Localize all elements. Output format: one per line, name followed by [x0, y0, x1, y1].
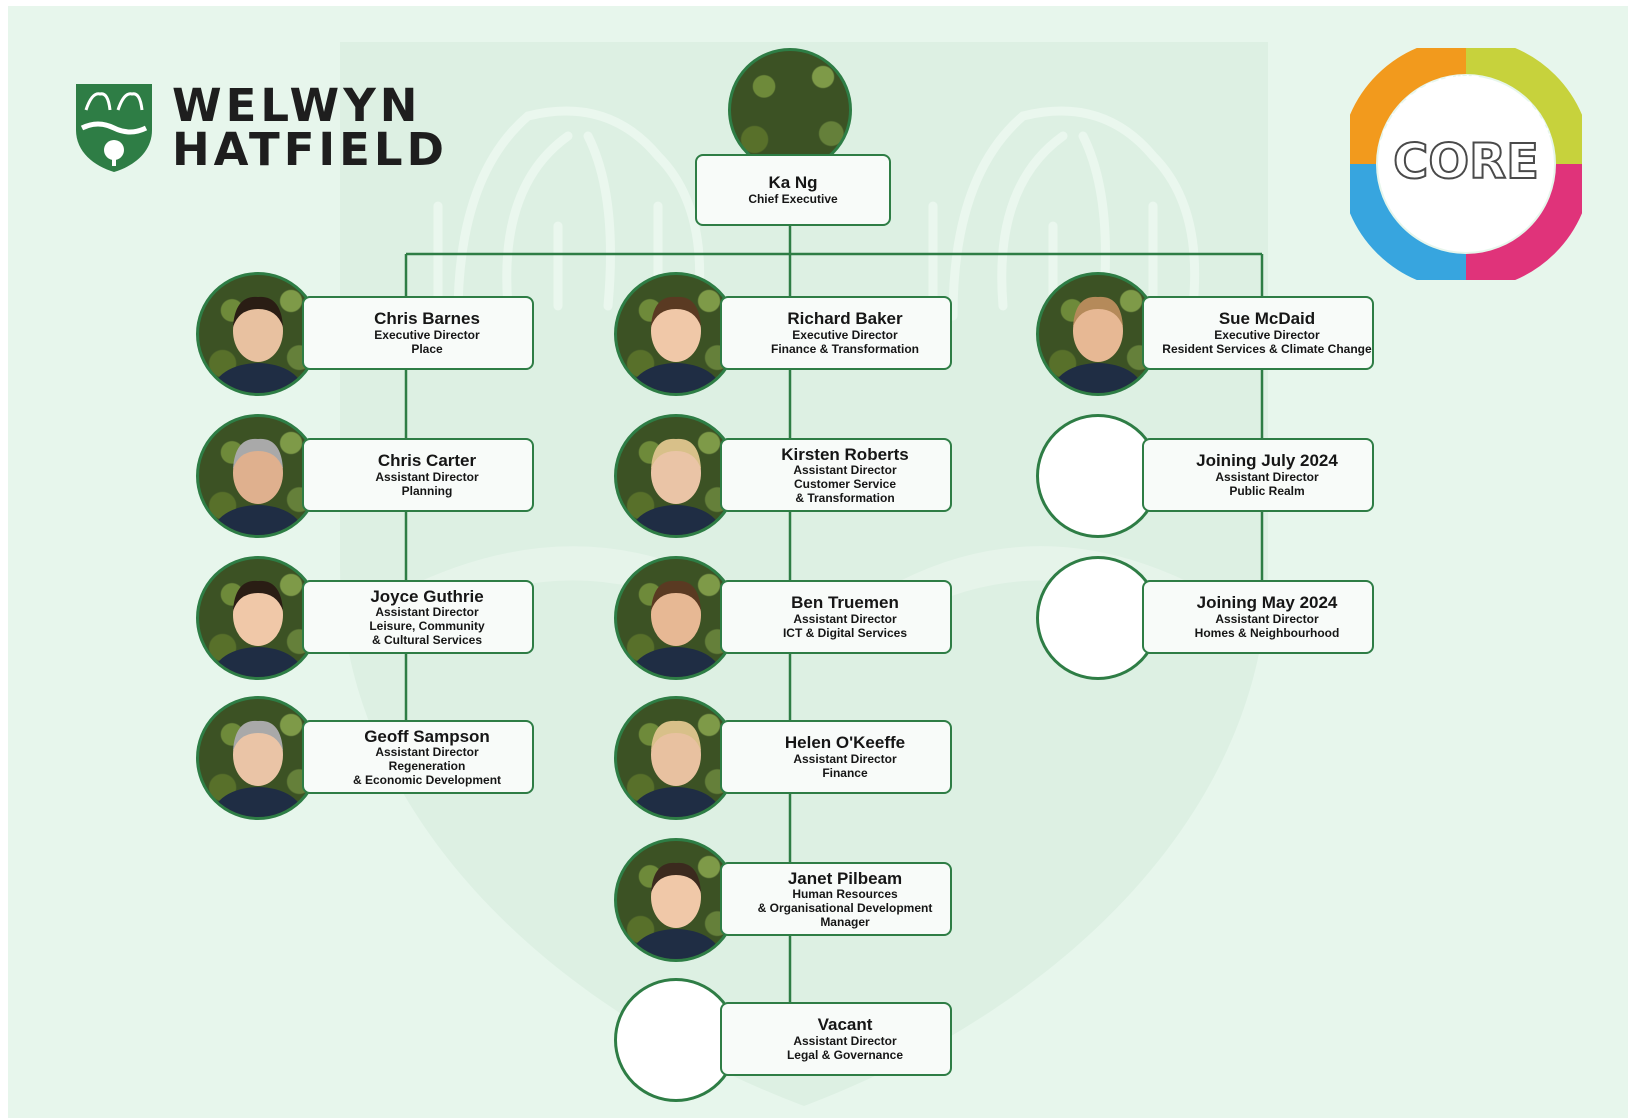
person-photo — [196, 696, 320, 820]
person-line: Executive Director — [1214, 327, 1320, 342]
person-name: Geoff Sampson — [364, 726, 490, 746]
person-line: Assistant Director — [375, 469, 479, 484]
person-line: Assistant Director — [793, 1033, 897, 1048]
core-values-badge: COLLABORATIVE OPEN RESPONSIBLE EXCELLENT… — [1350, 48, 1582, 280]
logo-line-2: HATFIELD — [172, 123, 448, 176]
person-line: Place — [411, 341, 443, 356]
person-line: & Economic Development — [352, 772, 502, 787]
logo-line-1: WELWYN — [172, 79, 422, 132]
person-line: Planning — [401, 483, 453, 498]
person-line: Executive Director — [792, 327, 898, 342]
person-name: Chris Carter — [377, 451, 477, 471]
person-name: Joining May 2024 — [1196, 593, 1338, 613]
person-line: Assistant Director — [793, 611, 897, 626]
photo-placeholder — [1036, 414, 1160, 538]
person-name: Ben Truemen — [791, 593, 899, 613]
person-name: Helen O'Keeffe — [784, 733, 906, 753]
shield-watermark — [340, 42, 1268, 1106]
person-line: Human Resources — [792, 887, 898, 902]
person-photo — [196, 272, 320, 396]
person-line: Finance — [822, 765, 868, 780]
person-line: Homes & Neighbourhood — [1194, 625, 1340, 640]
org-chart: WELWYN HATFIELD COLLABORATIVE OPEN RESPO… — [8, 6, 1628, 1118]
person-line: Assistant Director — [793, 463, 897, 478]
ceo-card: Ka Ng Chief Executive — [695, 154, 891, 226]
person-name: Richard Baker — [787, 309, 903, 329]
person-line: Resident Services & Climate Change — [1162, 341, 1372, 356]
person-photo — [196, 414, 320, 538]
person-name: Joyce Guthrie — [370, 586, 484, 606]
shield-crest-icon — [76, 84, 152, 172]
person-line: Executive Director — [374, 327, 480, 342]
person-photo — [614, 838, 738, 962]
person-name: Chris Barnes — [374, 309, 480, 329]
person-line: Finance & Transformation — [770, 341, 920, 356]
person-photo — [614, 414, 738, 538]
person-name: Joining July 2024 — [1196, 451, 1338, 471]
person-line: Assistant Director — [1215, 469, 1319, 484]
photo-placeholder — [614, 978, 738, 1102]
person-line: & Transformation — [795, 490, 895, 505]
person-name: Kirsten Roberts — [781, 444, 909, 464]
person-photo — [196, 556, 320, 680]
person-photo — [1036, 272, 1160, 396]
person-name: Janet Pilbeam — [787, 868, 903, 888]
person-line: Customer Service — [793, 476, 897, 491]
person-line: Leisure, Community — [369, 618, 485, 633]
person-name: Sue McDaid — [1218, 309, 1316, 329]
person-line: Assistant Director — [1215, 611, 1319, 626]
person-name: Ka Ng — [768, 173, 818, 193]
person-line: & Organisational Development — [757, 900, 933, 915]
photo-placeholder — [1036, 556, 1160, 680]
person-line: Assistant Director — [793, 751, 897, 766]
person-line: Assistant Director — [375, 605, 479, 620]
person-line: Manager — [820, 914, 870, 929]
person-line: Legal & Governance — [786, 1047, 904, 1062]
person-photo — [614, 556, 738, 680]
person-line: & Cultural Services — [371, 632, 483, 647]
person-line: Assistant Director — [375, 745, 479, 760]
person-line: Chief Executive — [748, 191, 838, 206]
person-line: Public Realm — [1229, 483, 1305, 498]
welwyn-hatfield-logo: WELWYN HATFIELD — [74, 82, 448, 174]
willow-tree-watermark-left — [433, 106, 705, 321]
person-name: Vacant — [817, 1015, 873, 1035]
core-word: CORE — [1393, 134, 1539, 190]
person-line: ICT & Digital Services — [782, 625, 908, 640]
person-photo — [614, 696, 738, 820]
person-line: Regeneration — [388, 758, 466, 773]
